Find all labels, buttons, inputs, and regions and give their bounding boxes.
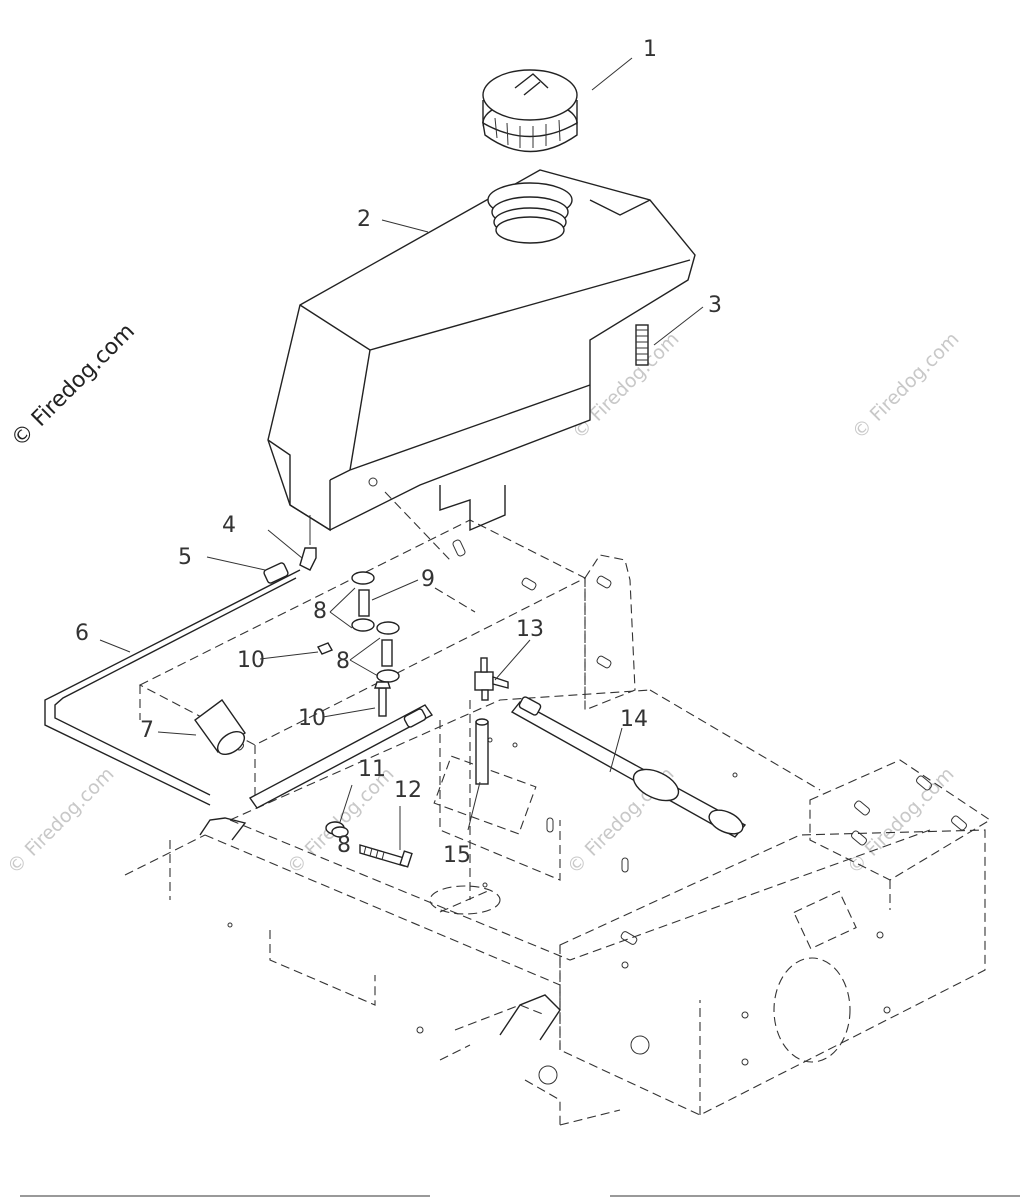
watermark-tile: © Firedog.com: [843, 763, 958, 878]
callout-8-middle: 8: [336, 649, 350, 674]
callout-10-lower: 10: [298, 706, 326, 731]
watermark-tile: © Firedog.com: [848, 328, 963, 443]
callout-7: 7: [140, 718, 154, 743]
washers-and-spacers: [316, 571, 400, 838]
watermark-tile: © Firedog.com: [3, 763, 118, 878]
callout-1: 1: [643, 37, 657, 62]
elbow-fitting: [299, 547, 317, 571]
callout-11: 11: [358, 757, 386, 782]
callout-2: 2: [357, 207, 371, 232]
callout-labels: 1 2 3 4 5 6 7 8 8 8 9 10 10 11 12 13 14 …: [75, 37, 722, 868]
stud: [635, 324, 649, 366]
callout-10-upper: 10: [237, 648, 265, 673]
shut-off-valve: [474, 657, 509, 701]
rod-clamp: [403, 708, 427, 728]
callout-14: 14: [620, 707, 648, 732]
callout-5: 5: [178, 545, 192, 570]
hose-clamp: [263, 562, 289, 584]
fuel-tank: [267, 169, 696, 545]
fuel-filter: [194, 699, 246, 756]
cross-rod: [248, 704, 434, 809]
callout-15: 15: [443, 843, 471, 868]
mower-frame: [124, 519, 992, 1126]
callout-13: 13: [516, 617, 544, 642]
callout-12: 12: [394, 778, 422, 803]
watermark-main: © Firedog.com: [7, 319, 140, 452]
fuel-cap: [482, 69, 578, 153]
fuel-line: [44, 569, 301, 806]
tube-15: [475, 718, 489, 785]
callout-4: 4: [222, 513, 236, 538]
leader-lines: [99, 57, 704, 850]
bolt: [359, 844, 413, 868]
callout-8-lower: 8: [337, 833, 351, 858]
callout-8-upper: 8: [313, 599, 327, 624]
callout-9: 9: [421, 567, 435, 592]
callout-3: 3: [708, 293, 722, 318]
fuel-line-14: [510, 696, 747, 838]
callout-6: 6: [75, 621, 89, 646]
